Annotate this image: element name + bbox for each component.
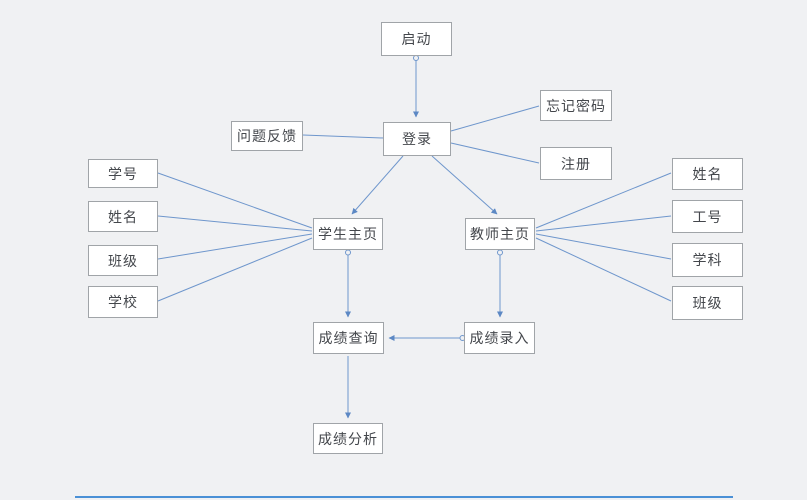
- node-forgot-password-label: 忘记密码: [546, 98, 606, 115]
- node-teacher-home: 教师主页: [465, 218, 535, 250]
- node-teacher-attr-subject-label: 学科: [692, 253, 723, 269]
- edge-student-id: [157, 172, 313, 229]
- edge-anchor-student-home: [345, 249, 351, 256]
- node-feedback: 问题反馈: [231, 121, 303, 151]
- node-student-home: 学生主页: [313, 218, 383, 250]
- edge-anchor-teacher-home: [497, 249, 503, 256]
- edge-login-forgot: [450, 105, 540, 132]
- node-teacher-attr-name: 姓名: [672, 158, 743, 190]
- edge-teacher-class: [535, 237, 672, 302]
- edge-login-student-home: [351, 155, 404, 215]
- node-teacher-home-label: 教师主页: [470, 227, 530, 243]
- edge-feedback-login: [302, 134, 384, 139]
- node-student-attr-school-label: 学校: [108, 295, 138, 311]
- edge-teacher-subject: [535, 233, 672, 260]
- node-grade-query: 成绩查询: [313, 322, 384, 354]
- node-student-attr-school: 学校: [88, 286, 158, 318]
- node-login-label: 登录: [402, 132, 432, 148]
- node-teacher-attr-id-label: 工号: [692, 209, 723, 226]
- edge-anchor-start: [413, 55, 419, 61]
- edge-student-class: [157, 233, 313, 260]
- node-grade-analysis-label: 成绩分析: [318, 431, 378, 448]
- node-feedback-label: 问题反馈: [237, 129, 297, 145]
- node-grade-analysis: 成绩分析: [313, 423, 383, 454]
- node-register-label: 注册: [561, 156, 591, 173]
- node-student-attr-id-label: 学号: [108, 166, 138, 183]
- node-login: 登录: [383, 122, 451, 156]
- edge-login-teacher-home: [431, 155, 498, 215]
- node-teacher-attr-class: 班级: [672, 286, 743, 320]
- node-teacher-attr-class-label: 班级: [692, 296, 723, 312]
- node-start: 启动: [381, 22, 452, 56]
- node-student-attr-class: 班级: [88, 245, 158, 276]
- node-student-attr-name: 姓名: [88, 201, 158, 232]
- node-forgot-password: 忘记密码: [540, 90, 612, 121]
- node-start-label: 启动: [401, 32, 432, 48]
- edge-student-school: [157, 237, 313, 302]
- node-student-attr-id: 学号: [88, 159, 158, 188]
- node-student-home-label: 学生主页: [318, 227, 378, 243]
- edge-teacher-name: [535, 172, 672, 229]
- edge-teacher-id: [535, 215, 672, 232]
- node-register: 注册: [540, 147, 612, 180]
- node-grade-entry-label: 成绩录入: [469, 331, 530, 347]
- node-student-attr-class-label: 班级: [108, 253, 138, 270]
- edge-login-register: [450, 142, 540, 164]
- node-grade-entry: 成绩录入: [464, 322, 535, 354]
- node-teacher-attr-name-label: 姓名: [692, 167, 723, 183]
- node-student-attr-name-label: 姓名: [108, 209, 138, 226]
- node-teacher-attr-subject: 学科: [672, 243, 743, 277]
- bottom-accent-line: [75, 496, 733, 498]
- edge-student-name: [157, 215, 313, 232]
- node-grade-query-label: 成绩查询: [318, 331, 379, 347]
- node-teacher-attr-id: 工号: [672, 200, 743, 233]
